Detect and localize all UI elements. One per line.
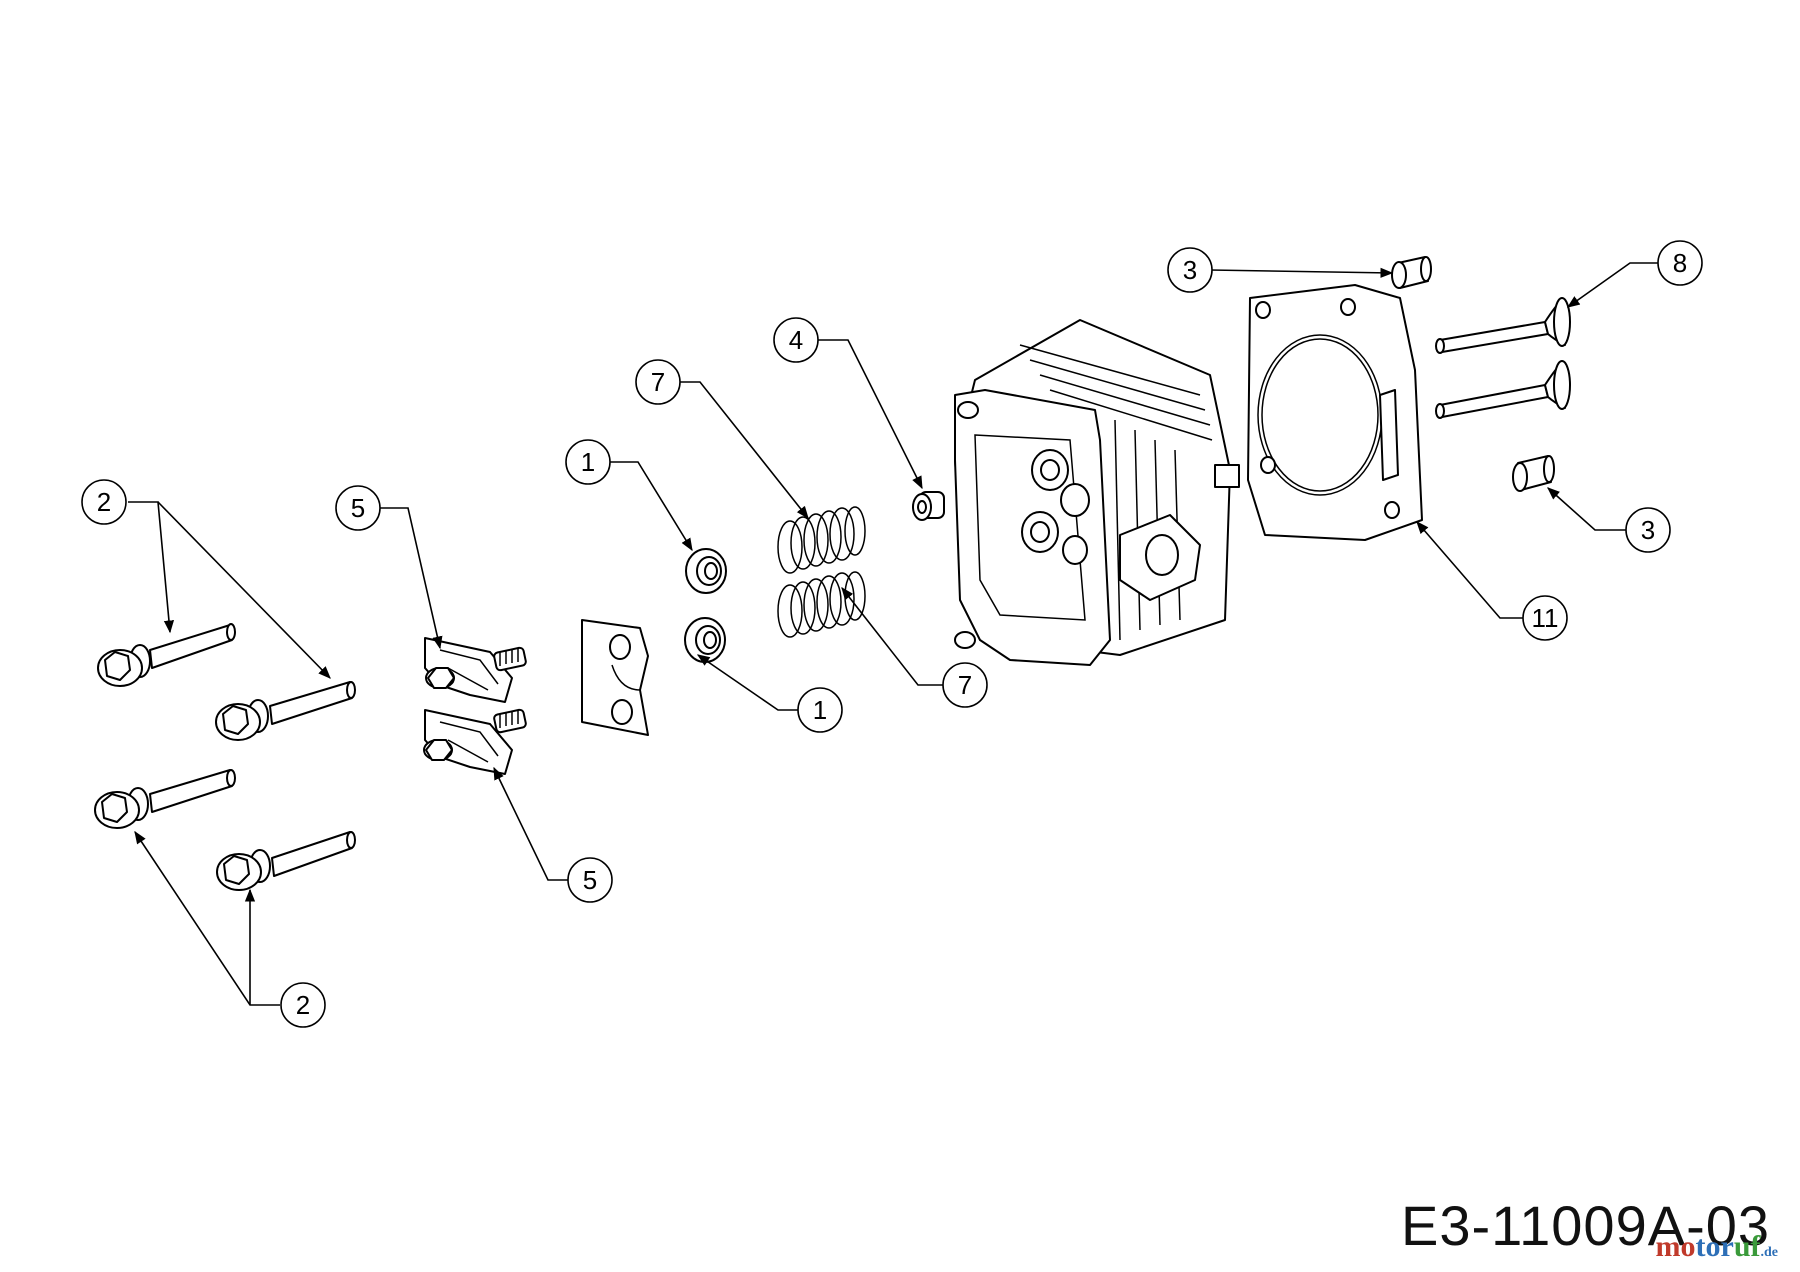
callout-label: 8 xyxy=(1673,248,1687,278)
spring-retainer-upper xyxy=(685,548,727,594)
watermark-tld: .de xyxy=(1760,1245,1779,1260)
bolt-upper-right xyxy=(215,681,356,741)
bolt-upper-left xyxy=(97,623,236,687)
callout-label: 2 xyxy=(296,990,310,1020)
spring-retainer-lower xyxy=(684,617,726,663)
guide-plate xyxy=(581,619,649,736)
valve-lower xyxy=(1435,360,1571,419)
watermark-logo: motoruf.de xyxy=(1656,1230,1779,1264)
callout-label: 5 xyxy=(583,865,597,895)
callout-bubble: 1 xyxy=(797,687,843,733)
callout-label: 2 xyxy=(97,487,111,517)
callout-label: 1 xyxy=(581,447,595,477)
dowel-pin-upper xyxy=(1391,256,1432,289)
callout-label: 7 xyxy=(651,367,665,397)
callout-bubble: 7 xyxy=(635,359,681,405)
leader-lines xyxy=(128,262,1658,1006)
rocker-arm-upper xyxy=(424,637,527,703)
callout-bubble: 11 xyxy=(1522,595,1568,641)
valve-upper xyxy=(1435,297,1571,354)
valve-spring-upper xyxy=(777,506,866,574)
callout-bubble: 2 xyxy=(280,982,326,1028)
valve-spring-lower xyxy=(777,571,866,638)
callout-label: 4 xyxy=(789,325,803,355)
drawing-code: E3-11009A-03 xyxy=(1401,1194,1770,1257)
callout-label: 5 xyxy=(351,493,365,523)
callout-bubble: 3 xyxy=(1167,247,1213,293)
watermark-part: tor xyxy=(1695,1230,1734,1263)
callout-bubble: 7 xyxy=(942,662,988,708)
callout-bubble: 5 xyxy=(567,857,613,903)
valve-stem-seal xyxy=(912,491,945,521)
callout-bubble: 5 xyxy=(335,485,381,531)
dowel-pin-lower xyxy=(1512,455,1555,492)
bolt-lower-right xyxy=(216,831,356,891)
callout-label: 7 xyxy=(958,670,972,700)
watermark-part: uf xyxy=(1733,1230,1761,1263)
callout-label: 3 xyxy=(1641,515,1655,545)
callout-bubble: 8 xyxy=(1657,240,1703,286)
callout-bubble: 3 xyxy=(1625,507,1671,553)
callout-label: 1 xyxy=(813,695,827,725)
head-gasket xyxy=(1247,284,1423,541)
callout-label: 3 xyxy=(1183,255,1197,285)
callout-bubble: 2 xyxy=(81,479,127,525)
cylinder-head xyxy=(954,319,1240,666)
callout-bubble: 1 xyxy=(565,439,611,485)
callout-bubble: 4 xyxy=(773,317,819,363)
bolt-lower-left xyxy=(94,769,236,829)
callout-label: 11 xyxy=(1532,603,1559,633)
rocker-arm-lower xyxy=(423,708,527,775)
watermark-part: mo xyxy=(1655,1230,1696,1263)
